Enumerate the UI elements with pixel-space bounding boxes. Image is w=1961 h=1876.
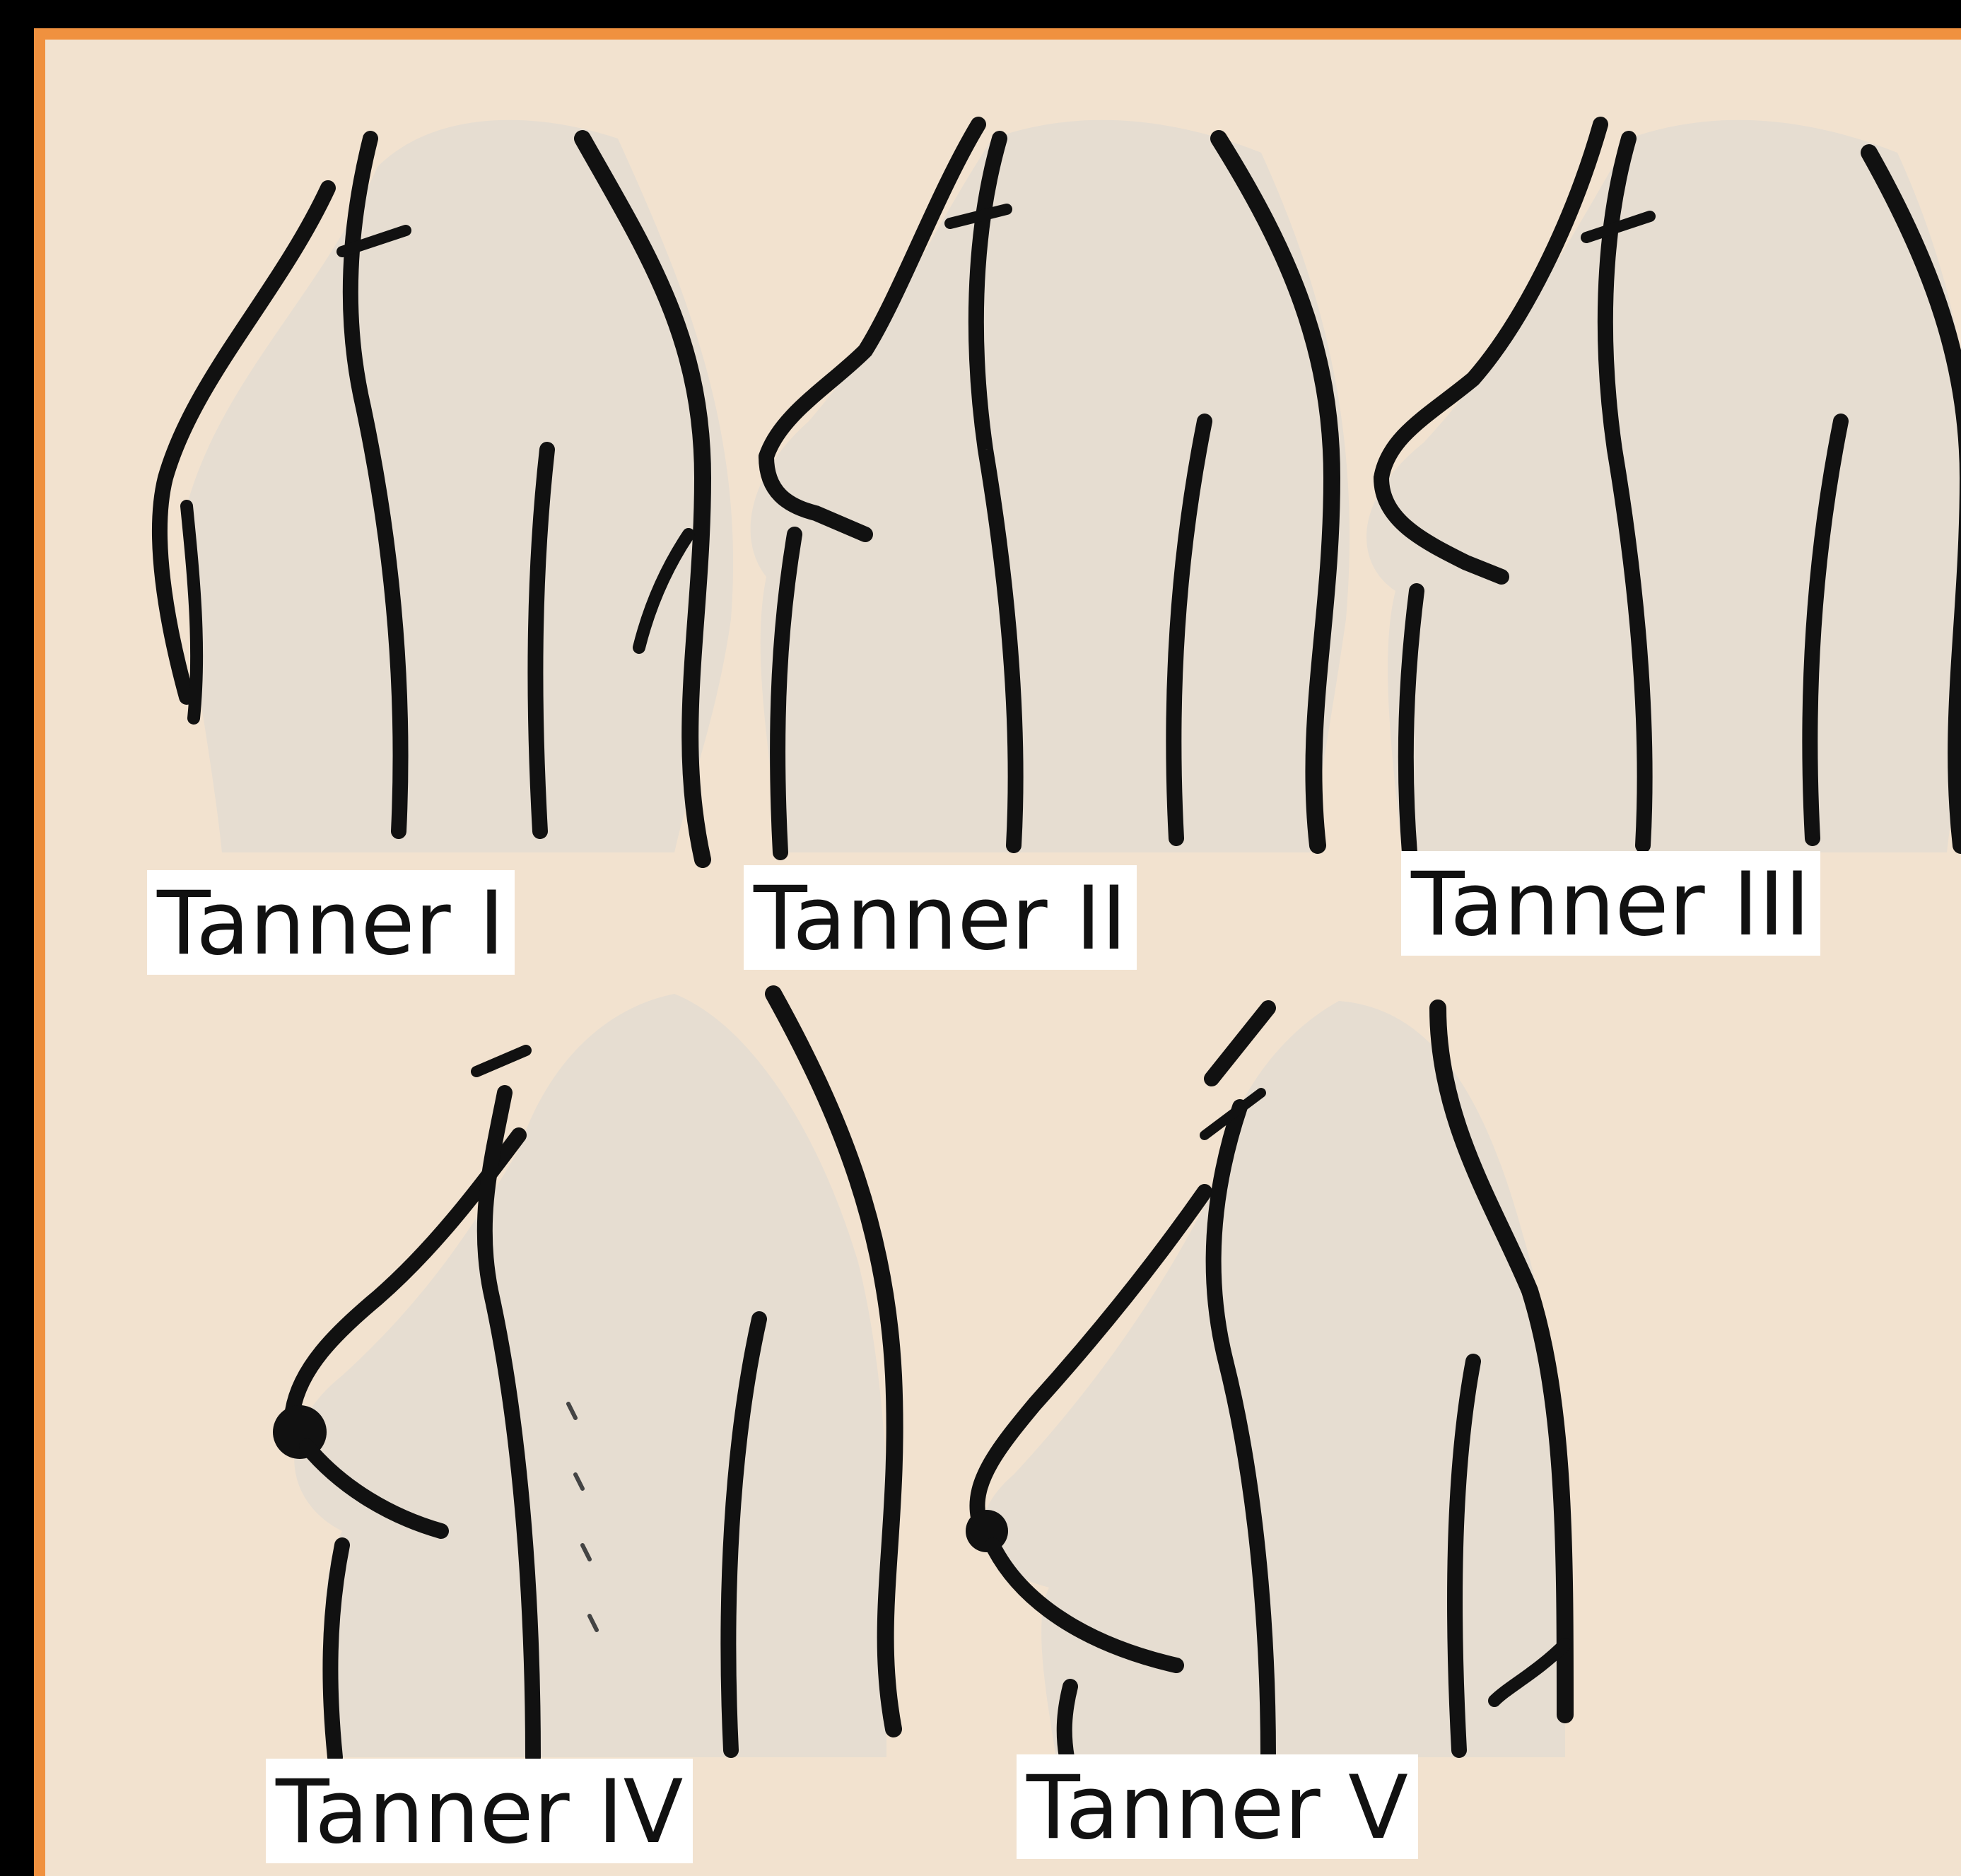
tanner-1-label: Tanner I bbox=[147, 870, 515, 975]
tanner-5-label: Tanner V bbox=[1017, 1754, 1418, 1859]
tanner-5-figure bbox=[943, 980, 1650, 1778]
tanner-3-figure bbox=[1346, 82, 1961, 881]
tanner-2-figure bbox=[724, 82, 1360, 881]
tanner-1-figure bbox=[137, 82, 759, 881]
diagram-panel: Tanner I Tanner II Tanner III Tanner IV … bbox=[34, 28, 1961, 1876]
tanner-4-label: Tanner IV bbox=[266, 1759, 693, 1863]
tanner-2-label: Tanner II bbox=[744, 865, 1137, 970]
tanner-4-figure bbox=[236, 980, 943, 1771]
tanner-3-label: Tanner III bbox=[1401, 851, 1820, 956]
